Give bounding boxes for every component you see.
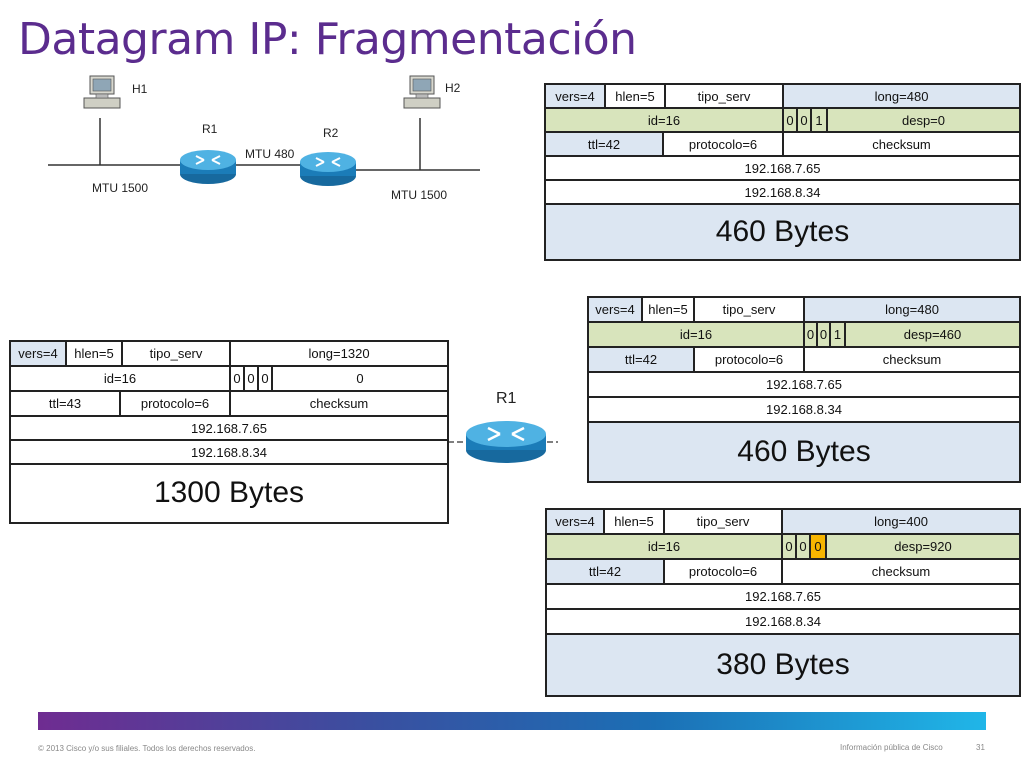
field-desp: desp=460 xyxy=(846,323,1019,346)
field-vers: vers=4 xyxy=(546,85,606,107)
field-checksum: checksum xyxy=(231,392,447,415)
field-flag-3: 1 xyxy=(831,323,846,346)
payload-size: 1300 Bytes xyxy=(153,476,305,509)
field-dst-ip: 192.168.8.34 xyxy=(589,398,1019,421)
field-flag-2: 0 xyxy=(818,323,831,346)
datagram-fragment-2: vers=4 hlen=5 tipo_serv long=480 id=16 0… xyxy=(587,296,1021,483)
field-flag-1: 0 xyxy=(231,367,245,390)
field-ttl: ttl=43 xyxy=(11,392,121,415)
field-vers: vers=4 xyxy=(547,510,605,533)
field-hlen: hlen=5 xyxy=(605,510,665,533)
field-ttl: ttl=42 xyxy=(589,348,695,371)
field-tipo-serv: tipo_serv xyxy=(695,298,805,321)
host-label-h1: H1 xyxy=(132,82,148,96)
mtu-label-mid: MTU 480 xyxy=(245,147,295,161)
field-vers: vers=4 xyxy=(589,298,643,321)
field-checksum: checksum xyxy=(784,133,1019,155)
mtu-label-left: MTU 1500 xyxy=(92,181,149,195)
field-long: long=480 xyxy=(805,298,1019,321)
field-flag-1: 0 xyxy=(805,323,818,346)
datagram-original: vers=4 hlen=5 tipo_serv long=1320 id=16 … xyxy=(9,340,449,524)
field-tipo-serv: tipo_serv xyxy=(666,85,784,107)
field-hlen: hlen=5 xyxy=(606,85,666,107)
slide-title: Datagram IP: Fragmentación xyxy=(18,14,637,65)
router-label-r1: R1 xyxy=(202,122,218,136)
payload-size: 460 Bytes xyxy=(546,205,1019,259)
field-src-ip: 192.168.7.65 xyxy=(589,373,1019,396)
field-protocolo: protocolo=6 xyxy=(665,560,783,583)
field-flag-3: 0 xyxy=(259,367,273,390)
field-long: long=480 xyxy=(784,85,1019,107)
router-icon xyxy=(448,421,558,463)
field-flag-1: 0 xyxy=(784,109,798,131)
page-number: 31 xyxy=(976,743,985,752)
field-src-ip: 192.168.7.65 xyxy=(546,157,1019,179)
field-dst-ip: 192.168.8.34 xyxy=(11,441,447,463)
field-protocolo: protocolo=6 xyxy=(695,348,805,371)
payload-size: 460 Bytes xyxy=(589,423,1019,481)
field-src-ip: 192.168.7.65 xyxy=(11,417,447,439)
datagram-fragment-1: vers=4 hlen=5 tipo_serv long=480 id=16 0… xyxy=(544,83,1021,261)
footer-copyright: © 2013 Cisco y/o sus filiales. Todos los… xyxy=(38,744,256,753)
computer-icon xyxy=(403,75,441,109)
router-icon xyxy=(300,152,356,186)
field-src-ip: 192.168.7.65 xyxy=(547,585,1019,608)
network-topology xyxy=(48,75,480,186)
router-label-r2: R2 xyxy=(323,126,339,140)
field-protocolo: protocolo=6 xyxy=(121,392,231,415)
field-flag-3: 1 xyxy=(812,109,828,131)
field-id: id=16 xyxy=(11,367,231,390)
field-desp: 0 xyxy=(273,367,447,390)
field-flag-2: 0 xyxy=(797,535,811,558)
host-label-h2: H2 xyxy=(445,81,461,95)
field-protocolo: protocolo=6 xyxy=(664,133,784,155)
router-icon xyxy=(180,150,236,184)
field-long: long=1320 xyxy=(231,342,447,365)
mtu-label-right: MTU 1500 xyxy=(391,188,448,202)
field-checksum: checksum xyxy=(783,560,1019,583)
field-ttl: ttl=42 xyxy=(546,133,664,155)
field-vers: vers=4 xyxy=(11,342,67,365)
field-flag-3: 0 xyxy=(811,535,827,558)
field-dst-ip: 192.168.8.34 xyxy=(547,610,1019,633)
field-flag-1: 0 xyxy=(783,535,797,558)
field-flag-2: 0 xyxy=(245,367,259,390)
field-desp: desp=920 xyxy=(827,535,1019,558)
field-id: id=16 xyxy=(547,535,783,558)
field-tipo-serv: tipo_serv xyxy=(665,510,783,533)
computer-icon xyxy=(83,75,121,109)
footer-classification: Información pública de Cisco xyxy=(840,743,943,752)
field-long: long=400 xyxy=(783,510,1019,533)
field-hlen: hlen=5 xyxy=(67,342,123,365)
field-checksum: checksum xyxy=(805,348,1019,371)
field-dst-ip: 192.168.8.34 xyxy=(546,181,1019,203)
datagram-fragment-3: vers=4 hlen=5 tipo_serv long=400 id=16 0… xyxy=(545,508,1021,697)
field-id: id=16 xyxy=(546,109,784,131)
footer-gradient-bar xyxy=(38,712,986,730)
field-desp: desp=0 xyxy=(828,109,1019,131)
field-flag-2: 0 xyxy=(798,109,812,131)
field-ttl: ttl=42 xyxy=(547,560,665,583)
field-tipo-serv: tipo_serv xyxy=(123,342,231,365)
payload-size: 380 Bytes xyxy=(547,635,1019,695)
field-hlen: hlen=5 xyxy=(643,298,695,321)
router-label-r1-main: R1 xyxy=(496,390,517,407)
field-id: id=16 xyxy=(589,323,805,346)
